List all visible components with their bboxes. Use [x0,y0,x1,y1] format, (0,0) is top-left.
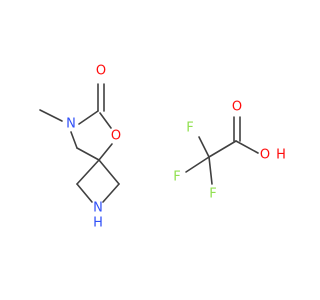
bond-c-ring-o [99,112,112,129]
chemical-structure-diagram: N O O N H F F F O O H [39,64,286,231]
bond-c-f-bottom [208,156,213,185]
atom-ring-o: O [111,129,121,144]
atom-n-methyl: N [66,117,76,132]
bond-methyl-n [39,109,63,122]
atom-f-top: F [186,121,193,136]
bond-azetidine-1 [98,159,120,185]
bond-cooh-oh [235,140,259,154]
atom-cooh-carbonyl-o: O [232,100,242,115]
bond-n-c-carbonyl [78,110,99,125]
atom-amine-n: N [93,201,103,216]
bond-c-f-top [198,136,210,158]
bond-c-f-left [185,156,210,173]
bond-ring-o-spiro [98,143,113,161]
bond-spiro-ch2 [76,147,100,161]
trifluoroacetic-acid: F F F O O H [173,100,286,202]
atom-amine-h: H [93,216,103,231]
atom-f-left: F [173,170,180,185]
bond-azetidine-2 [76,159,100,185]
atom-hydroxyl-o: O [260,148,270,163]
atom-hydroxyl-h: H [276,148,286,163]
bond-azetidine-4 [76,183,93,203]
bond-ch2-n [70,131,78,149]
spiro-compound: N O O N H [39,64,121,231]
structure-canvas: N O O N H F F F O O H [39,64,286,231]
atom-carbonyl-o: O [96,64,106,79]
bond-cf3-cooh [208,140,237,158]
bond-azetidine-3 [102,183,120,203]
atom-f-bottom: F [209,187,216,202]
